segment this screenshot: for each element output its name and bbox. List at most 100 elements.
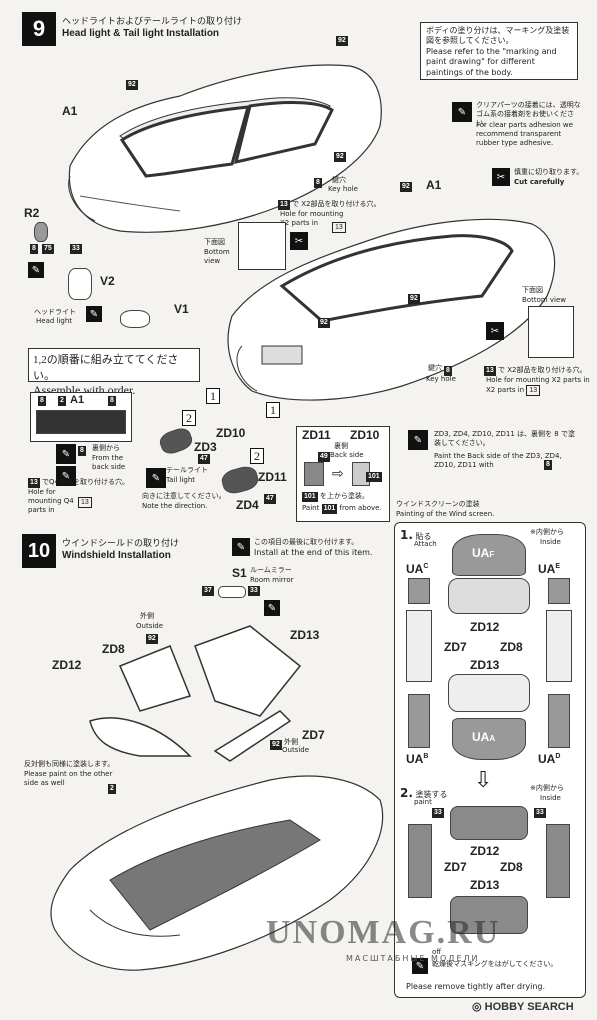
ua-f-label: UAF — [472, 546, 494, 560]
step2-jp: 塗装する — [415, 790, 448, 799]
ua-d-text: UA — [538, 752, 556, 766]
cut-note-jp: 慎重に切り取ります。 — [514, 168, 584, 176]
zd7-outline-left — [406, 610, 432, 682]
color-92-g: 92 — [146, 634, 158, 644]
hole-x2-ref-right: 13 — [526, 385, 541, 396]
peel-jp: 乾燥後マスキングをはがしてください。 — [432, 960, 558, 968]
zd-paint-en-suffix: from above. — [339, 504, 382, 512]
part-zd10-a: ZD10 — [216, 426, 246, 440]
hole-x2-jp-top: で X2部品を取り付ける穴。 — [292, 200, 381, 208]
color-8-a1-right: 8 — [108, 396, 116, 406]
cut-note-en: Cut carefully — [514, 178, 565, 186]
ua-b-label: UAB — [406, 752, 428, 766]
outside-jp-b: 外側 — [284, 738, 298, 746]
inside-jp-b: ※内側から — [530, 784, 564, 792]
part-zd12-c: ZD12 — [470, 844, 500, 858]
color-2-a1: 2 — [58, 396, 66, 406]
ua-d-shape — [548, 694, 570, 748]
painted-left-side — [408, 824, 432, 898]
headlight-en: Head light — [36, 317, 73, 325]
mirror-en: Room mirror — [250, 576, 294, 584]
part-zd11-b: ZD11 — [302, 428, 331, 442]
windscreen-step1: 1. 貼る — [400, 528, 432, 542]
assemble-order-box: 1,2の順番に組み立ててください。 Assemble with order. — [28, 348, 200, 397]
install-end-en: Install at the end of this item. — [254, 548, 373, 557]
part-v1: V1 — [174, 302, 189, 316]
zd-paint-from-above-en: Paint 101 from above. — [302, 504, 382, 514]
ua-c-letter: C — [423, 563, 429, 570]
part-s1: S1 — [232, 566, 247, 580]
ua-c-text: UA — [406, 562, 424, 576]
hole-x2-num-top: 13 — [278, 200, 290, 210]
hole-q4-jp: でQ4部品を取り付ける穴。 — [42, 478, 129, 486]
zd4-shape — [219, 463, 261, 497]
windscreen-title-en: Painting of the Wind screen. — [396, 510, 495, 518]
step2-en: paint — [414, 798, 432, 806]
color-8-keyhole-top: 8 — [314, 178, 322, 188]
inside-jp-a: ※内側から — [530, 528, 564, 536]
color-92-b: 92 — [336, 36, 348, 46]
glue-icon-r2: ✎ — [28, 262, 44, 278]
step10-title-en: Windshield Installation — [62, 550, 171, 561]
back-side-en: From the back side — [92, 454, 126, 471]
part-zd13-b: ZD13 — [470, 658, 500, 672]
taillight-en: Tail light — [166, 476, 196, 484]
zd11-back-shape — [304, 462, 324, 486]
inside-en-b: Inside — [540, 794, 561, 802]
hole-x2-en-top: Hole for mounting X2 parts in — [280, 210, 344, 227]
step9-title-en: Head light & Tail light Installation — [62, 28, 220, 39]
glue-icon-taillight: ✎ — [146, 468, 166, 488]
clear-parts-note-jp: クリアパーツの接着には、透明なゴム系の接着剤をお使いください。 — [476, 101, 581, 127]
glue-icon-mirror: ✎ — [264, 600, 280, 616]
color-101-b: 101 — [302, 492, 318, 502]
peel-en: Please remove tightly after drying. — [406, 982, 546, 991]
color-33-mirror: 33 — [248, 586, 260, 596]
peel-off-text: off — [432, 948, 442, 956]
step-number-9: 9 — [22, 12, 56, 46]
keyhole-top-jp: 鍵穴 — [332, 176, 346, 184]
ua-b-shape — [408, 694, 430, 748]
part-a1-detail: A1 — [70, 394, 85, 406]
painted-right-side — [546, 824, 570, 898]
v1-part-shape — [120, 310, 150, 328]
color-92-f: 92 — [318, 318, 330, 328]
part-v2: V2 — [100, 274, 115, 288]
hole-x2-num-right: 13 — [484, 366, 496, 376]
color-47-b: 47 — [264, 494, 276, 504]
ua-a-text: UA — [472, 730, 490, 744]
color-8-zd: 8 — [544, 460, 552, 470]
ua-c-shape — [408, 578, 430, 604]
paint-note-jp: ボディの塗り分けは、マーキング及塗装図を参照してください。 — [426, 26, 570, 46]
zd13-outline — [448, 674, 530, 712]
glue-icon-headlight: ✎ — [86, 306, 102, 322]
part-zd7-c: ZD7 — [444, 860, 467, 874]
ua-a-letter: A — [489, 734, 496, 743]
direction-en: Note the direction. — [142, 502, 208, 510]
color-47-a: 47 — [198, 454, 210, 464]
brush-icon-back: ✎ — [56, 444, 76, 464]
part-zd12-a: ZD12 — [52, 658, 82, 672]
order-1-b: 1 — [266, 402, 280, 418]
watermark-sub: МАСШТАБНЫЕ МОДЕЛИ — [346, 954, 480, 963]
paint-icon-back: ✎ — [56, 466, 76, 486]
hole-x2-en-right: Hole for mounting X2 parts in — [486, 376, 590, 384]
hole-q4-num: 13 — [28, 478, 40, 488]
step9-title-jp: ヘッドライトおよびテールライトの取り付け — [62, 17, 243, 27]
part-zd12-b: ZD12 — [470, 620, 500, 634]
v2-part-shape — [68, 268, 92, 300]
watermark-text: UNOMAG.RU — [266, 914, 501, 951]
zd-paint-from-above-jp: 101 を上から塗装。 — [302, 492, 369, 502]
order-1-a: 1 — [206, 388, 220, 404]
step1-jp: 貼る — [415, 532, 432, 541]
ua-e-letter: E — [555, 563, 561, 570]
windscreen-title-jp: ウインドスクリーンの塗装 — [396, 500, 480, 508]
hole-x2-ref-top: 13 — [332, 222, 346, 233]
bottom-view-en-right: Bottom view — [522, 296, 567, 304]
ua-e-text: UA — [538, 562, 556, 576]
part-zd13-a: ZD13 — [290, 628, 320, 642]
part-zd8-a: ZD8 — [102, 642, 125, 656]
ua-b-text: UA — [406, 752, 424, 766]
bottom-view-jp-right: 下面図 — [522, 286, 543, 294]
hole-q4-en: Hole for mounting Q4 parts in — [28, 488, 74, 514]
hobby-search-credit: ◎ HOBBY SEARCH — [472, 1001, 574, 1013]
